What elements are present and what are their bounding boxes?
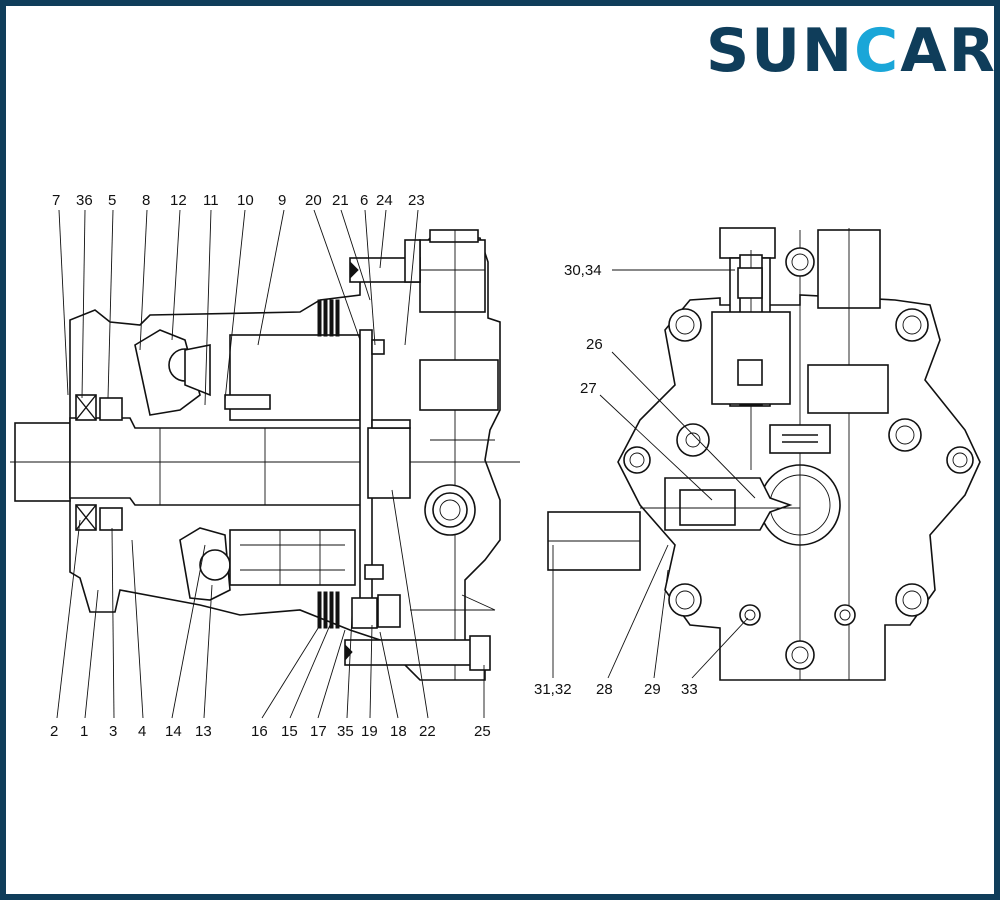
brake-disc-pack [317, 299, 340, 629]
label-33: 33 [681, 681, 698, 698]
label-22: 22 [419, 723, 436, 740]
label-15: 15 [281, 723, 298, 740]
label-9: 9 [278, 192, 286, 209]
left-section-view [10, 229, 520, 681]
label-11: 11 [203, 192, 219, 209]
label-3: 3 [109, 723, 117, 740]
label-27: 27 [580, 380, 597, 397]
label-10: 10 [237, 192, 254, 209]
label-21: 21 [332, 192, 349, 209]
label-13: 13 [195, 723, 212, 740]
label-25: 25 [474, 723, 491, 740]
right-leader-lines [552, 269, 756, 679]
label-24: 24 [376, 192, 393, 209]
label-4: 4 [138, 723, 146, 740]
right-part-labels: 30,34 26 27 31,32 28 29 33 [534, 262, 698, 698]
label-31-32: 31,32 [534, 681, 572, 698]
top-leader-lines [58, 209, 419, 406]
bottom-leader-lines [56, 489, 485, 719]
label-18: 18 [390, 723, 407, 740]
label-1: 1 [80, 723, 88, 740]
suncar-logo: SUNCAR [706, 16, 997, 86]
label-19: 19 [361, 723, 378, 740]
label-28: 28 [596, 681, 613, 698]
label-2: 2 [50, 723, 58, 740]
label-29: 29 [644, 681, 661, 698]
right-end-view [547, 227, 981, 681]
label-30-34: 30,34 [564, 262, 602, 279]
label-35: 35 [337, 723, 354, 740]
label-16: 16 [251, 723, 268, 740]
label-17: 17 [310, 723, 327, 740]
label-26: 26 [586, 336, 603, 353]
label-14: 14 [165, 723, 182, 740]
label-6: 6 [360, 192, 368, 209]
mounting-bolt-heads [623, 247, 974, 670]
label-36: 36 [76, 192, 93, 209]
label-7: 7 [52, 192, 60, 209]
label-5: 5 [108, 192, 116, 209]
label-20: 20 [305, 192, 322, 209]
top-part-labels: 7 36 5 8 12 11 10 9 20 21 6 24 23 [52, 192, 425, 209]
label-8: 8 [142, 192, 150, 209]
label-23: 23 [408, 192, 425, 209]
bottom-part-labels: 2 1 3 4 14 13 16 15 17 35 19 18 22 25 [50, 723, 491, 740]
label-12: 12 [170, 192, 187, 209]
